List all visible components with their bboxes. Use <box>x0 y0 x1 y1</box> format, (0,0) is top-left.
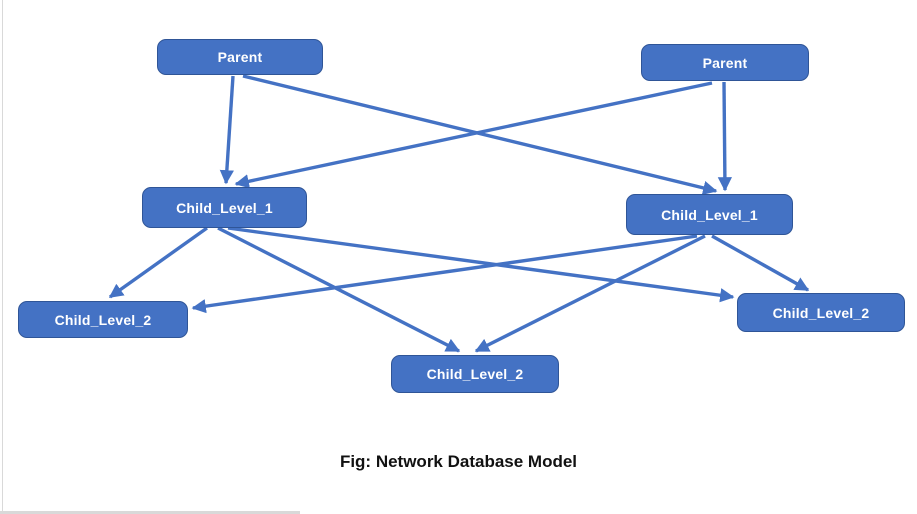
node-child-level-2-middle-label: Child_Level_2 <box>426 366 524 382</box>
edge-parentright-child1left <box>234 81 713 189</box>
edge-child1left-child2right <box>227 226 735 303</box>
node-child-level-2-left-label: Child_Level_2 <box>54 311 152 328</box>
node-child-level-2-right-label: Child_Level_2 <box>772 304 870 321</box>
edge-child1left-child2left <box>108 226 208 299</box>
node-child-level-2-right: Child_Level_2 <box>737 293 905 332</box>
node-parent-left: Parent <box>157 39 323 75</box>
edge-child1right-child2mid <box>474 234 706 353</box>
figure-caption: Fig: Network Database Model <box>339 452 578 471</box>
page-left-edge-line <box>2 0 3 514</box>
page-bottom-edge-line <box>0 511 300 514</box>
edge-parentleft-child1left <box>219 75 235 185</box>
node-child-level-1-left: Child_Level_1 <box>142 187 307 228</box>
node-child-level-2-left: Child_Level_2 <box>18 301 188 338</box>
node-parent-left-label: Parent <box>217 49 263 65</box>
node-parent-right-label: Parent <box>702 54 748 71</box>
node-child-level-1-left-label: Child_Level_1 <box>176 199 273 216</box>
node-parent-right: Parent <box>641 44 809 81</box>
node-child-level-1-right: Child_Level_1 <box>626 194 793 235</box>
node-child-level-2-middle: Child_Level_2 <box>391 355 559 393</box>
edge-parentright-child1right <box>717 81 733 192</box>
node-child-level-1-right-label: Child_Level_1 <box>661 206 758 223</box>
edge-child1right-child2right <box>711 234 810 292</box>
edge-child1left-child2mid <box>217 226 461 353</box>
edge-child1right-child2left <box>191 234 698 314</box>
